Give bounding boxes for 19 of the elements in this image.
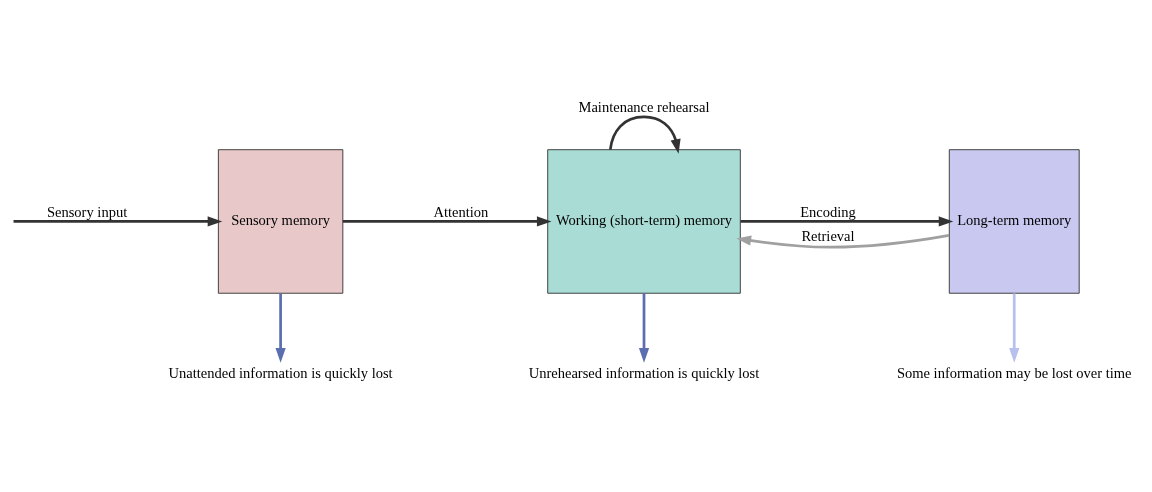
arrow <box>1009 293 1020 363</box>
node-text: Some information may be lost over time <box>896 365 1132 382</box>
arrow <box>13 216 223 227</box>
node-text: Unrehearsed information is quickly lost <box>528 365 760 382</box>
arrow <box>608 115 681 154</box>
edge-label: Maintenance rehearsal <box>578 99 710 116</box>
arrow <box>342 216 552 227</box>
arrow <box>275 293 286 363</box>
arrow <box>638 293 650 363</box>
arrow <box>736 234 950 249</box>
edge-label: Encoding <box>800 203 856 220</box>
edge-label: Sensory input <box>46 203 128 220</box>
node-box: Sensory memory <box>217 149 344 294</box>
edge-label: Retrieval <box>801 228 855 245</box>
node-text: Unattended information is quickly lost <box>168 365 393 382</box>
edge-label: Attention <box>433 203 489 220</box>
arrow <box>740 216 954 227</box>
node-box: Long-term memory <box>948 149 1080 294</box>
node-box: Working (short-term) memory <box>547 149 741 294</box>
